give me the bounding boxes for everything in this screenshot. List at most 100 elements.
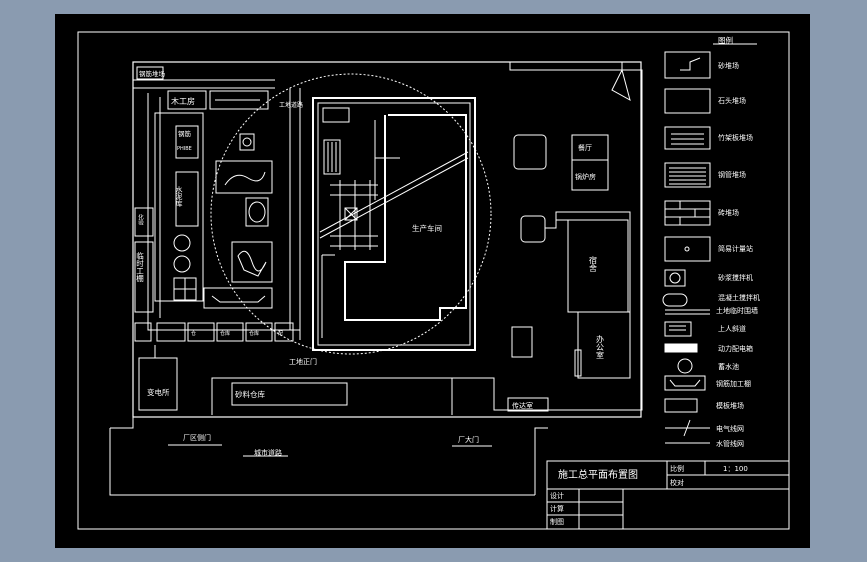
storage-label-box (136, 66, 164, 80)
workshop-label: 生产车间 (412, 223, 442, 233)
legend-item-7: 混凝土搅拌机 (718, 293, 760, 302)
small-label-3: 仓库 (249, 330, 259, 337)
dorm-block (545, 211, 631, 379)
temp-door-label: 工地正门 (289, 357, 317, 366)
legend-item-15: 水管线网 (716, 439, 744, 448)
legend-heading: 图例 (718, 35, 733, 45)
main-gate-label: 厂大门 (458, 435, 479, 444)
substation-block (138, 357, 178, 411)
building-outline (312, 97, 476, 351)
carpentry-yard (209, 90, 269, 110)
crane-radius (210, 73, 492, 355)
legend-item-10: 动力配电箱 (718, 344, 753, 353)
legend-sand (664, 51, 711, 79)
dorm (567, 219, 629, 313)
inner-border (77, 31, 790, 530)
temp-shed (134, 241, 154, 313)
road-left (147, 93, 300, 331)
legend-pipe (664, 162, 711, 188)
title-block (546, 460, 790, 530)
sand-pile (215, 160, 273, 194)
small-box-5 (274, 322, 294, 342)
building-note (322, 107, 350, 123)
legend-concrete (662, 293, 688, 307)
warehouse-frame (211, 377, 453, 415)
scale-station (239, 133, 255, 151)
legend-pool (677, 358, 693, 374)
legend-scaffold (664, 126, 711, 150)
draw-label: 制图 (550, 517, 564, 526)
office-block (577, 311, 631, 379)
scale-label: 比例 (670, 464, 684, 473)
city-road-label: 城市道路 (254, 448, 282, 457)
material-yard (154, 112, 204, 302)
canteen-block (571, 134, 609, 191)
toilet (511, 326, 533, 358)
dorm-label: 宿舍 (589, 255, 598, 273)
carpentry-shed (167, 90, 207, 110)
cement-shed (175, 171, 199, 227)
calc-label: 计算 (550, 504, 564, 513)
legend-item-1: 石头堆场 (718, 96, 746, 105)
mixer-icon-2 (173, 255, 191, 273)
legend-item-5: 简易计量站 (718, 244, 753, 253)
stone-pile (231, 241, 273, 283)
canteen-label: 餐厅 (578, 143, 592, 152)
guard-house (507, 397, 549, 412)
tower-crane (344, 207, 358, 221)
legend-item-11: 蓄水池 (718, 362, 739, 371)
scaffold-pile (323, 139, 341, 175)
check-label: 校对 (670, 478, 684, 487)
small-box-1 (134, 322, 152, 342)
small-box-2 (187, 322, 215, 342)
tank (520, 215, 546, 243)
office-label: 办公室 (596, 334, 605, 359)
lab-box (134, 207, 154, 237)
temp-road-label: 工地道路 (279, 101, 303, 109)
cement-label: 水泥库 (175, 185, 183, 208)
legend-brick (664, 200, 711, 226)
lab-label: 化验 (137, 213, 144, 227)
steel-label-2: PHIBE (177, 146, 192, 152)
legend-item-14: 电气线网 (716, 424, 744, 433)
legend-mortar (664, 269, 686, 287)
north-arrow (611, 68, 631, 102)
warehouse (231, 382, 348, 406)
warehouse-label: 砂料仓库 (235, 389, 265, 399)
legend-rebar-shed (664, 375, 706, 391)
legend-item-2: 竹架板堆场 (718, 133, 753, 142)
legend-item-13: 模板堆场 (716, 401, 744, 410)
drawing-title: 施工总平面布置图 (558, 468, 638, 481)
guard-label: 传达室 (512, 401, 533, 410)
small-box-3 (216, 322, 244, 342)
site-boundary (133, 61, 643, 411)
legend-item-3: 钢管堆场 (718, 170, 746, 179)
temp-work-label: 临时工棚 (135, 251, 144, 283)
small-label-4: 配 (278, 331, 283, 337)
legend-item-4: 砖堆场 (718, 208, 739, 217)
bath-label: 锅炉房 (575, 172, 596, 181)
legend-scale (664, 236, 711, 262)
carpentry-label: 木工房 (171, 96, 195, 106)
small-label-1: 仓 (191, 330, 196, 337)
legend-item-8: 土地临时围墙 (716, 306, 758, 315)
workshop-inner (344, 114, 467, 321)
site-boundary-rect (132, 61, 642, 418)
corner-label: 钢筋堆场 (139, 69, 166, 78)
legend-power (664, 343, 698, 353)
legend-item-6: 砂浆搅拌机 (718, 273, 753, 282)
city-road-edge (109, 428, 535, 496)
rebar-shed (203, 287, 273, 309)
legend-item-0: 砂堆场 (718, 61, 739, 70)
sand-curve (224, 171, 266, 186)
substation-label: 变电所 (147, 387, 170, 397)
legend-stone (664, 88, 711, 114)
water-pool (513, 134, 547, 170)
legend-template (664, 398, 698, 413)
steel-shed (175, 125, 199, 159)
small-box-4 (245, 322, 273, 342)
factory-gate-label: 厂区侧门 (183, 433, 211, 442)
legend-item-9: 上人斜道 (718, 324, 746, 333)
